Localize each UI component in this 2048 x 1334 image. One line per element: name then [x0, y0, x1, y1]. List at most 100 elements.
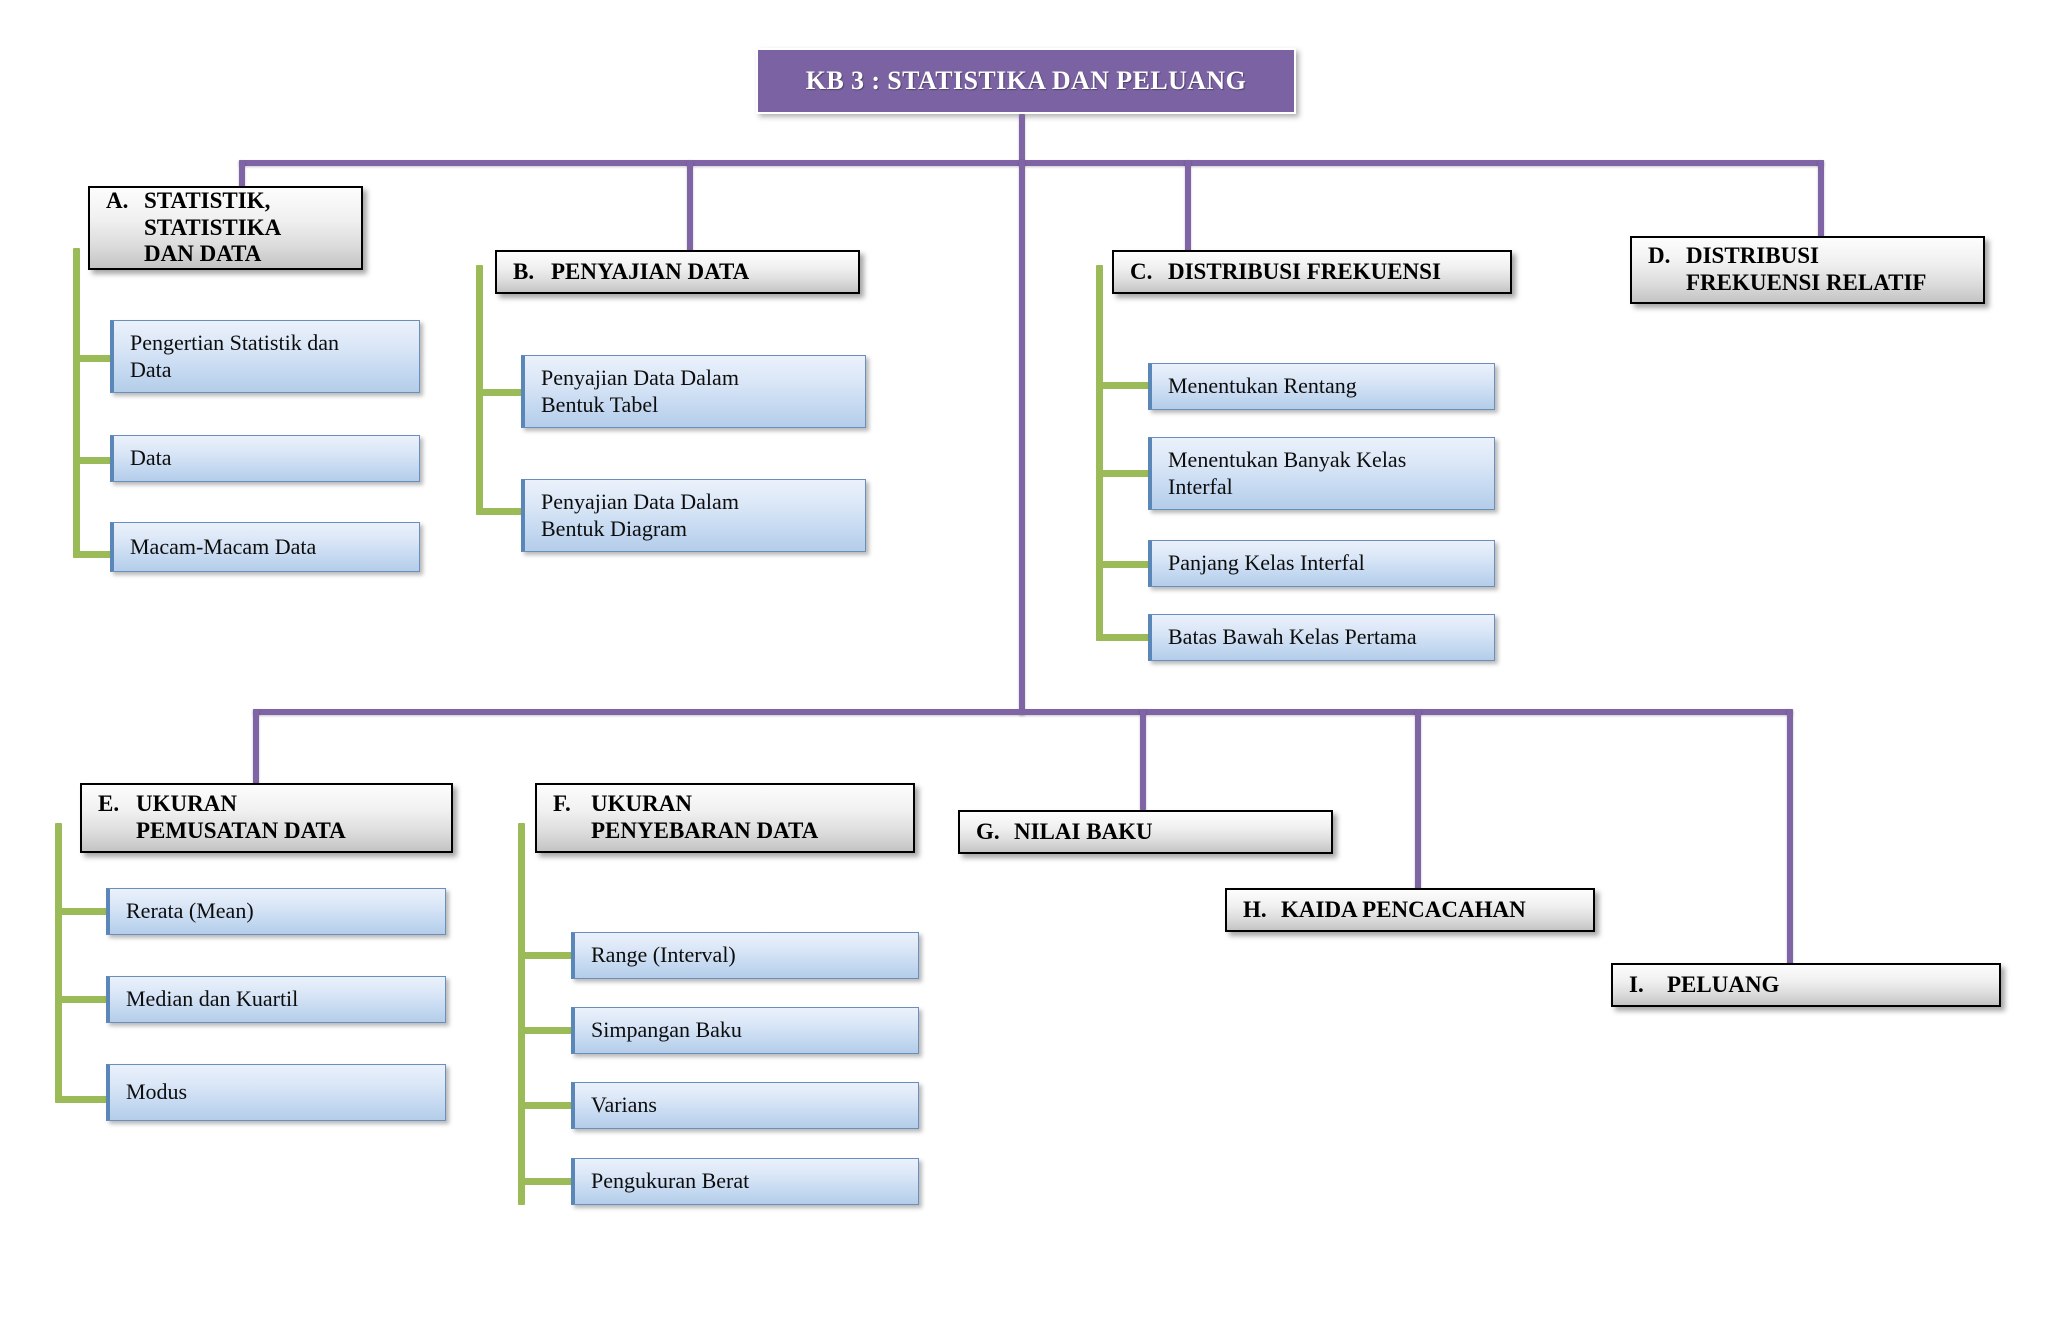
- section-h-letter: H.: [1243, 896, 1267, 922]
- trunk-drop-h: [1415, 709, 1421, 889]
- section-header-f[interactable]: F. UKURAN PENYEBARAN DATA: [535, 783, 915, 853]
- sub-item-c-2-label: Panjang Kelas Interfal: [1168, 550, 1365, 576]
- root-title-text: KB 3 : STATISTIKA DAN PELUANG: [805, 66, 1247, 95]
- sub-item-c-0[interactable]: Menentukan Rentang: [1148, 363, 1495, 410]
- branch-stub-b-0: [476, 389, 526, 396]
- branch-stub-c-3: [1096, 634, 1151, 641]
- section-g-name: NILAI BAKU: [1014, 818, 1153, 844]
- section-header-a[interactable]: A. STATISTIK, STATISTIKA DAN DATA: [88, 186, 363, 270]
- sub-item-e-2-label: Modus: [126, 1079, 188, 1105]
- section-b-letter: B.: [513, 258, 535, 284]
- branch-stub-e-0: [55, 908, 110, 915]
- section-f-label: F. UKURAN PENYEBARAN DATA: [553, 791, 818, 844]
- section-g-letter: G.: [976, 818, 1000, 844]
- root-title-box: KB 3 : STATISTIKA DAN PELUANG: [756, 48, 1296, 114]
- branch-stub-a-1: [73, 457, 118, 464]
- sub-item-c-1[interactable]: Menentukan Banyak Kelas Interfal: [1148, 437, 1495, 510]
- section-a-name: STATISTIK, STATISTIKA DAN DATA: [144, 188, 282, 267]
- branch-stub-f-3: [518, 1178, 573, 1185]
- trunk-main-stem: [1019, 160, 1025, 715]
- section-c-name: DISTRIBUSI FREKUENSI: [1168, 258, 1441, 284]
- sub-item-b-1[interactable]: Penyajian Data Dalam Bentuk Diagram: [521, 479, 866, 552]
- branch-stub-a-0: [73, 355, 118, 362]
- trunk-top-bus: [239, 160, 1824, 166]
- section-f-letter: F.: [553, 791, 571, 817]
- trunk-drop-a: [239, 160, 245, 192]
- section-g-label: G. NILAI BAKU: [976, 819, 1153, 846]
- sub-item-c-2[interactable]: Panjang Kelas Interfal: [1148, 540, 1495, 587]
- branch-stub-b-1: [476, 508, 526, 515]
- branch-stub-e-2: [55, 1096, 110, 1103]
- sub-item-a-0-label: Pengertian Statistik dan Data: [130, 329, 339, 382]
- sub-item-b-1-label: Penyajian Data Dalam Bentuk Diagram: [541, 488, 739, 541]
- section-b-name: PENYAJIAN DATA: [551, 258, 750, 284]
- branch-spine-c: [1096, 265, 1103, 641]
- sub-item-c-0-label: Menentukan Rentang: [1168, 373, 1357, 399]
- trunk-bottom-bus: [253, 709, 1793, 715]
- section-i-label: I. PELUANG: [1629, 972, 1779, 999]
- section-header-c[interactable]: C. DISTRIBUSI FREKUENSI: [1112, 250, 1512, 294]
- sub-item-e-0[interactable]: Rerata (Mean): [106, 888, 446, 935]
- trunk-drop-d: [1818, 160, 1824, 238]
- section-c-letter: C.: [1130, 258, 1153, 284]
- sub-item-e-0-label: Rerata (Mean): [126, 898, 254, 924]
- section-header-b[interactable]: B. PENYAJIAN DATA: [495, 250, 860, 294]
- sub-item-a-0[interactable]: Pengertian Statistik dan Data: [110, 320, 420, 393]
- branch-spine-a: [73, 248, 80, 558]
- sub-item-a-1[interactable]: Data: [110, 435, 420, 482]
- sub-item-e-2[interactable]: Modus: [106, 1064, 446, 1121]
- trunk-root-stem: [1019, 114, 1025, 164]
- branch-stub-c-0: [1096, 382, 1151, 389]
- section-d-letter: D.: [1648, 243, 1671, 269]
- section-header-i[interactable]: I. PELUANG: [1611, 963, 2001, 1007]
- section-d-name: DISTRIBUSI FREKUENSI RELATIF: [1686, 243, 1927, 295]
- trunk-drop-b: [687, 160, 693, 254]
- sub-item-a-1-label: Data: [130, 445, 172, 471]
- sub-item-f-3[interactable]: Pengukuran Berat: [571, 1158, 919, 1205]
- branch-stub-c-2: [1096, 561, 1151, 568]
- trunk-drop-e: [253, 709, 259, 784]
- sub-item-c-1-label: Menentukan Banyak Kelas Interfal: [1168, 446, 1407, 499]
- branch-stub-f-0: [518, 952, 573, 959]
- sub-item-b-0[interactable]: Penyajian Data Dalam Bentuk Tabel: [521, 355, 866, 428]
- sub-item-c-3-label: Batas Bawah Kelas Pertama: [1168, 624, 1417, 650]
- section-header-h[interactable]: H. KAIDA PENCACAHAN: [1225, 888, 1595, 932]
- sub-item-f-0-label: Range (Interval): [591, 942, 736, 968]
- trunk-drop-i: [1787, 709, 1793, 964]
- section-header-e[interactable]: E. UKURAN PEMUSATAN DATA: [80, 783, 453, 853]
- branch-stub-a-2: [73, 551, 118, 558]
- sub-item-f-2-label: Varians: [591, 1092, 657, 1118]
- branch-stub-e-1: [55, 996, 110, 1003]
- section-e-letter: E.: [98, 791, 120, 817]
- sub-item-f-1-label: Simpangan Baku: [591, 1017, 742, 1043]
- sub-item-c-3[interactable]: Batas Bawah Kelas Pertama: [1148, 614, 1495, 661]
- section-h-name: KAIDA PENCACAHAN: [1281, 896, 1526, 922]
- section-a-label: A. STATISTIK, STATISTIKA DAN DATA: [106, 188, 281, 268]
- sub-item-e-1[interactable]: Median dan Kuartil: [106, 976, 446, 1023]
- section-d-label: D. DISTRIBUSI FREKUENSI RELATIF: [1648, 243, 1926, 296]
- sub-item-a-2-label: Macam-Macam Data: [130, 533, 317, 559]
- branch-stub-c-1: [1096, 470, 1151, 477]
- sub-item-a-2[interactable]: Macam-Macam Data: [110, 522, 420, 572]
- sub-item-e-1-label: Median dan Kuartil: [126, 986, 299, 1012]
- section-header-g[interactable]: G. NILAI BAKU: [958, 810, 1333, 854]
- section-a-letter: A.: [106, 188, 129, 213]
- branch-spine-e: [55, 823, 62, 1103]
- section-h-label: H. KAIDA PENCACAHAN: [1243, 897, 1526, 924]
- branch-spine-f: [518, 823, 525, 1205]
- branch-stub-f-1: [518, 1027, 573, 1034]
- sub-item-f-2[interactable]: Varians: [571, 1082, 919, 1129]
- section-i-letter: I.: [1629, 971, 1644, 997]
- sub-item-f-3-label: Pengukuran Berat: [591, 1168, 750, 1194]
- branch-stub-f-2: [518, 1102, 573, 1109]
- trunk-drop-g: [1140, 709, 1146, 810]
- section-f-name: UKURAN PENYEBARAN DATA: [591, 791, 819, 843]
- section-header-d[interactable]: D. DISTRIBUSI FREKUENSI RELATIF: [1630, 236, 1985, 304]
- sub-item-b-0-label: Penyajian Data Dalam Bentuk Tabel: [541, 364, 739, 417]
- sub-item-f-1[interactable]: Simpangan Baku: [571, 1007, 919, 1054]
- section-i-name: PELUANG: [1667, 971, 1780, 997]
- section-c-label: C. DISTRIBUSI FREKUENSI: [1130, 259, 1441, 286]
- sub-item-f-0[interactable]: Range (Interval): [571, 932, 919, 979]
- trunk-drop-c: [1185, 160, 1191, 254]
